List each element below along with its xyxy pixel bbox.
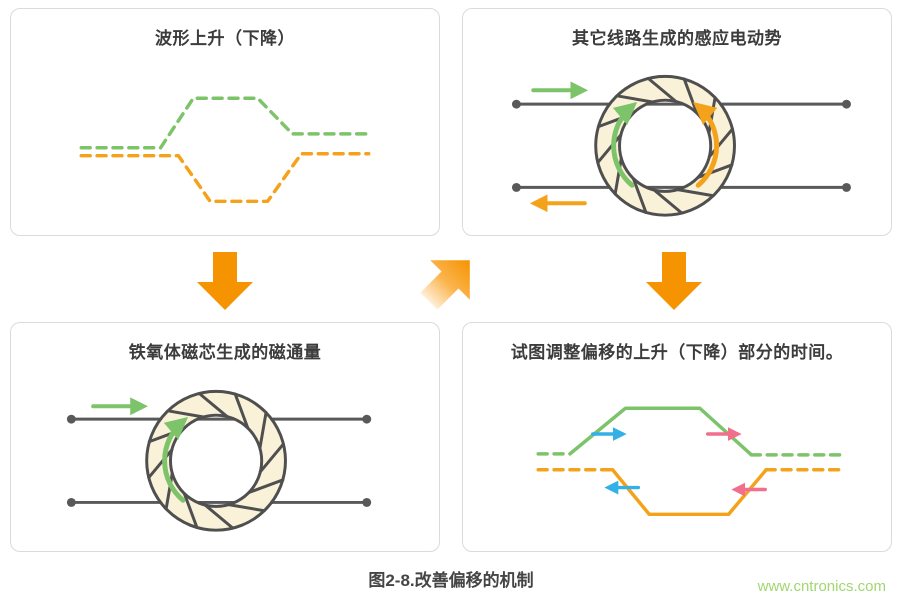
ferrite-flux-diagram — [66, 389, 372, 532]
diagonal-up-arrow-icon — [420, 260, 470, 310]
flux-arrow-green-icon — [162, 417, 189, 503]
panel-title: 试图调整偏移的上升（下降）部分的时间。 — [510, 343, 844, 362]
ferrite-core-icon — [594, 74, 736, 217]
down-arrow-icon — [197, 252, 253, 310]
down-arrow-icon — [646, 252, 702, 310]
green-solid-waveform — [568, 406, 754, 457]
signal-wires — [511, 99, 851, 192]
panel-induced-emf: 其它线路生成的感应电动势 — [462, 8, 892, 236]
induced-emf-diagram — [511, 74, 851, 217]
panel-timing-adjust: 试图调整偏移的上升（下降）部分的时间。 — [462, 322, 892, 552]
flux-arrows — [162, 417, 189, 503]
signal-wires — [66, 414, 372, 507]
flux-arrow-green-icon — [611, 102, 638, 188]
timing-adjust-diagram — [536, 406, 848, 517]
watermark-link: www.cntronics.com — [757, 578, 886, 595]
panel-title: 其它线路生成的感应电动势 — [572, 29, 782, 48]
panel-title: 铁氧体磁芯生成的磁通量 — [128, 343, 322, 362]
panel-waveform-rise-fall: 波形上升（下降） — [10, 8, 440, 236]
figure-caption: 图2-8.改善偏移的机制 — [368, 571, 534, 590]
orange-solid-waveform — [610, 467, 768, 517]
panel-ferrite-flux: 铁氧体磁芯生成的磁通量 — [10, 322, 440, 552]
panel-title: 波形上升（下降） — [155, 29, 295, 48]
flux-arrows — [611, 102, 720, 188]
waveform-rise-fall-diagram — [79, 96, 371, 204]
ferrite-core-icon — [145, 389, 287, 532]
flux-arrow-orange-icon — [693, 102, 720, 188]
green-dashed-waveform — [79, 96, 371, 150]
orange-dashed-waveform — [79, 151, 371, 204]
